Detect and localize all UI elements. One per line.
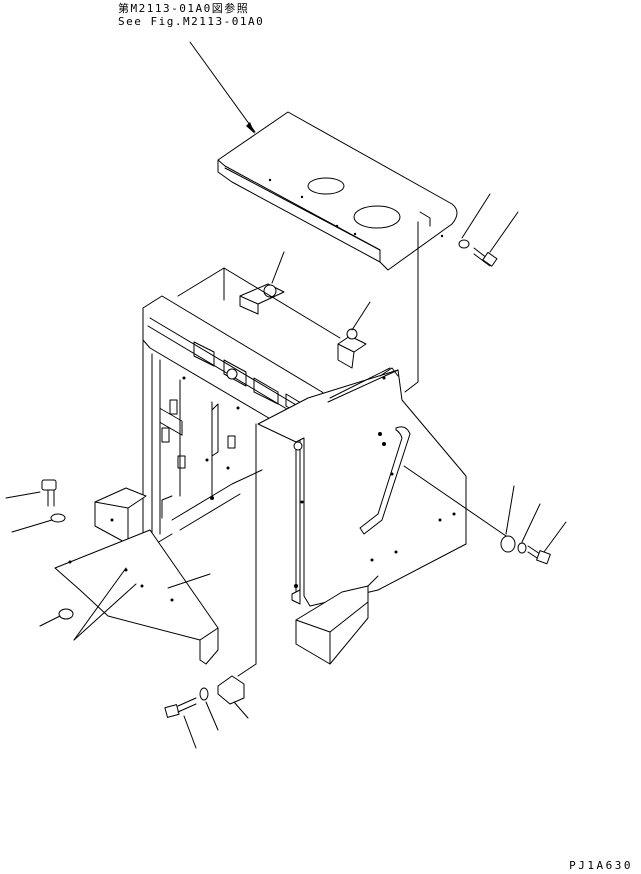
bolt-top [458,193,519,267]
drawing-id: PJ1A630 [569,859,633,872]
bracket-upper [239,251,285,315]
reference-leader [189,41,256,134]
reference-note-english: See Fig.M2113-01A0 [118,15,265,28]
bolt-left [5,479,66,533]
top-cover [217,111,458,271]
main-frame [94,267,467,665]
bracket-right [337,301,371,369]
reference-note-japanese: 第M2113-01A0図参照 [118,2,250,15]
bolt-bottom [164,675,249,749]
bolt-right [500,485,567,565]
lower-cover [39,529,219,665]
